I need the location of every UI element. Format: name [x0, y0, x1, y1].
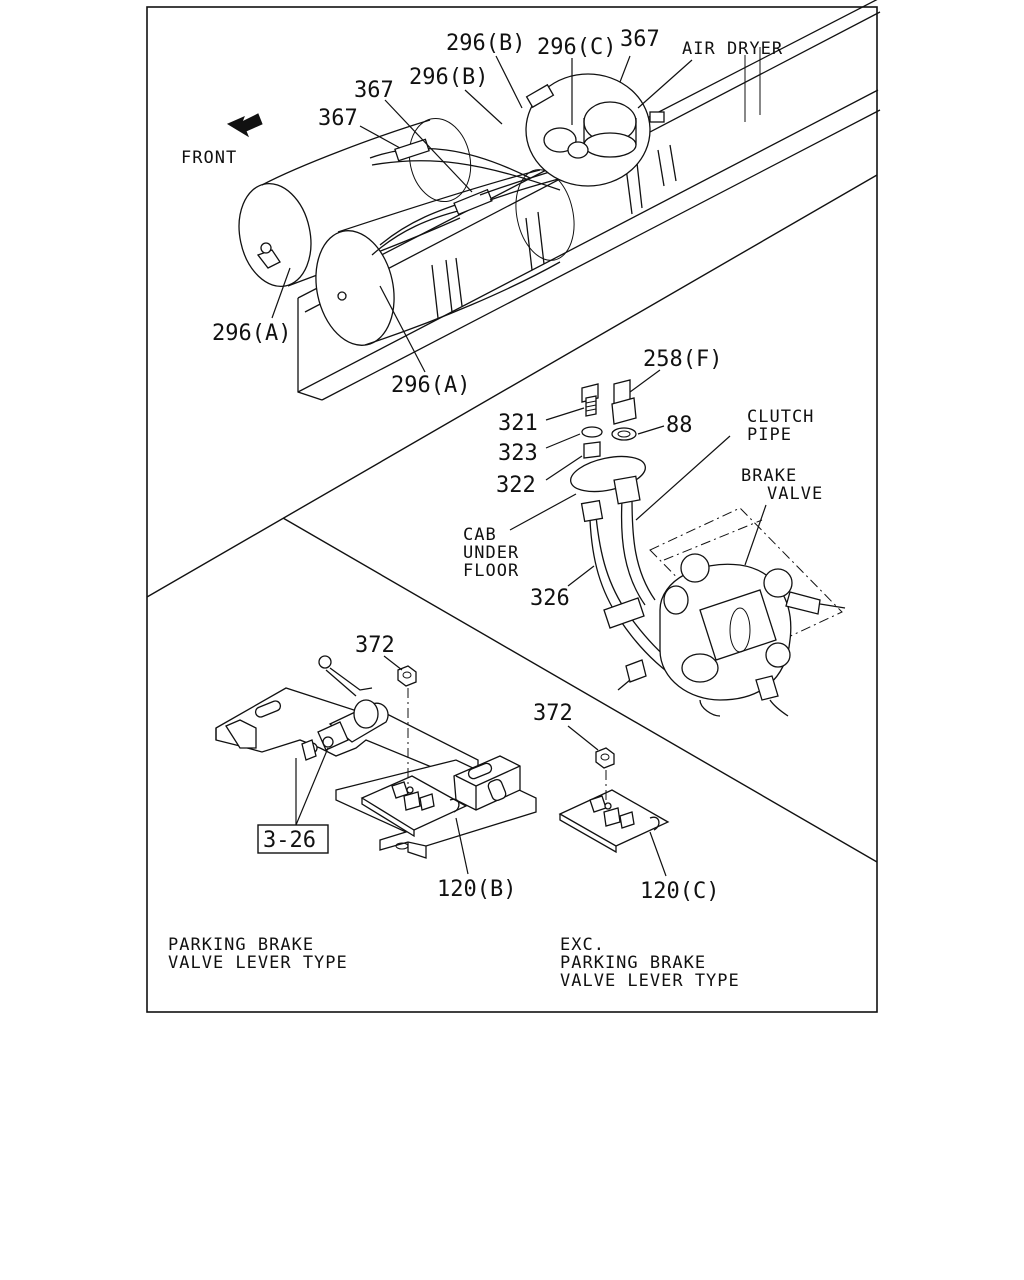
label-323: 323	[498, 441, 538, 466]
middle-leaders	[509, 369, 767, 587]
label-367-b: 367	[318, 106, 358, 131]
air-tank-assembly	[238, 0, 881, 401]
label-372-right: 372	[533, 701, 573, 726]
label-296a-left: 296(A)	[212, 321, 291, 346]
nut-372-right	[595, 747, 615, 769]
caption-right-line-2: PARKING BRAKE	[560, 953, 706, 973]
label-brake-valve-2: VALVE	[767, 484, 823, 504]
caption-left-line-1: PARKING BRAKE	[168, 935, 314, 955]
label-296b-mid: 296(B)	[409, 65, 488, 90]
label-cab-3: FLOOR	[463, 561, 519, 581]
label-258f: 258(F)	[643, 347, 722, 372]
label-cab-2: UNDER	[463, 543, 519, 563]
label-296b-top: 296(B)	[446, 31, 525, 56]
nut-372-left	[397, 665, 417, 687]
label-clutch-pipe-2: PIPE	[747, 425, 792, 445]
label-367-top: 367	[620, 27, 660, 52]
label-front: FRONT	[181, 148, 237, 168]
front-arrow-icon	[226, 113, 263, 138]
divider-upper	[146, 174, 878, 598]
label-88: 88	[666, 413, 693, 438]
ref-box-text: 3-26	[263, 828, 316, 853]
label-372-left: 372	[355, 633, 395, 658]
diagram-frame	[146, 6, 878, 1013]
label-clutch-pipe-1: CLUTCH	[747, 407, 814, 427]
label-cab-1: CAB	[463, 525, 497, 545]
ref-box	[257, 824, 329, 854]
label-120c: 120(C)	[640, 879, 719, 904]
label-120b: 120(B)	[437, 877, 516, 902]
label-321: 321	[498, 411, 538, 436]
label-322: 322	[496, 473, 536, 498]
caption-left-line-2: VALVE LEVER TYPE	[168, 953, 348, 973]
label-296c: 296(C)	[537, 35, 616, 60]
parking-brake-lever-assembly	[215, 655, 537, 859]
label-brake-valve-1: BRAKE	[741, 466, 797, 486]
label-air-dryer: AIR DRYER	[682, 39, 783, 59]
caption-right-line-1: EXC.	[560, 935, 605, 955]
brake-valve-assembly	[570, 379, 846, 717]
exc-parking-brake-assembly	[558, 789, 670, 854]
label-296a-bottom: 296(A)	[391, 373, 470, 398]
top-leaders	[271, 55, 693, 373]
label-367-a: 367	[354, 78, 394, 103]
divider-lower	[282, 517, 878, 863]
label-326: 326	[530, 586, 570, 611]
caption-right-line-3: VALVE LEVER TYPE	[560, 971, 740, 991]
